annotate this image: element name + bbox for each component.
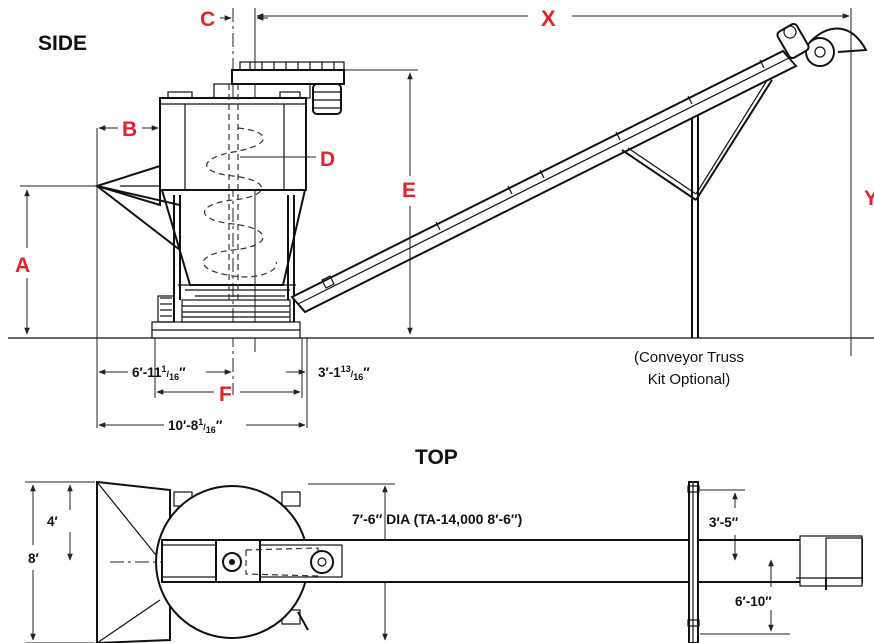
conveyor	[290, 22, 868, 314]
top-view-title: TOP	[415, 446, 458, 469]
top-view: TOP 4′ 8′ 7′-6″ DIA (TA-14,000 8′-6″)	[25, 446, 863, 643]
base-skid	[151, 295, 301, 339]
dim-truss-width	[700, 559, 790, 635]
label-c: C	[200, 8, 215, 31]
total-width-text: 10′-81/16″	[168, 417, 223, 435]
label-a: A	[15, 254, 30, 277]
top-inlet-hopper	[96, 480, 171, 643]
dim-f	[154, 338, 303, 398]
diameter-text: 7′-6″ DIA (TA-14,000 8′-6″)	[352, 511, 522, 527]
side-view: A B C X D E Y	[8, 6, 874, 435]
side-view-title: SIDE	[38, 32, 87, 55]
label-x: X	[541, 6, 556, 31]
dim-e	[345, 69, 418, 335]
dim-top-width	[25, 481, 95, 643]
truss-half-text: 3′-5″	[709, 515, 739, 530]
truss-note-line-2: Kit Optional)	[648, 371, 731, 388]
top-truss	[687, 481, 700, 643]
label-d: D	[320, 148, 335, 171]
label-y: Y	[864, 187, 874, 210]
half-width-text: 4′	[47, 514, 58, 529]
left-width-text: 6′-111/16″	[132, 364, 186, 382]
drive-platform	[213, 61, 345, 99]
truss-width-text: 6′-10″	[735, 594, 772, 609]
right-width-text: 3′-113/16″	[318, 364, 370, 382]
dim-a	[20, 185, 97, 335]
auger-spiral	[202, 84, 278, 300]
dim-truss-half	[700, 489, 745, 561]
mixer-legs	[173, 195, 295, 322]
frame-corner	[281, 491, 301, 507]
mixer-tank	[159, 91, 307, 191]
top-conveyor	[161, 535, 863, 590]
truss-note-line-1: (Conveyor Truss	[634, 349, 744, 366]
conveyor-truss	[621, 79, 773, 338]
label-e: E	[402, 179, 416, 202]
label-f: F	[219, 383, 232, 406]
label-b: B	[122, 118, 137, 141]
drive-motor	[312, 83, 342, 115]
full-width-text: 8′	[28, 551, 39, 566]
